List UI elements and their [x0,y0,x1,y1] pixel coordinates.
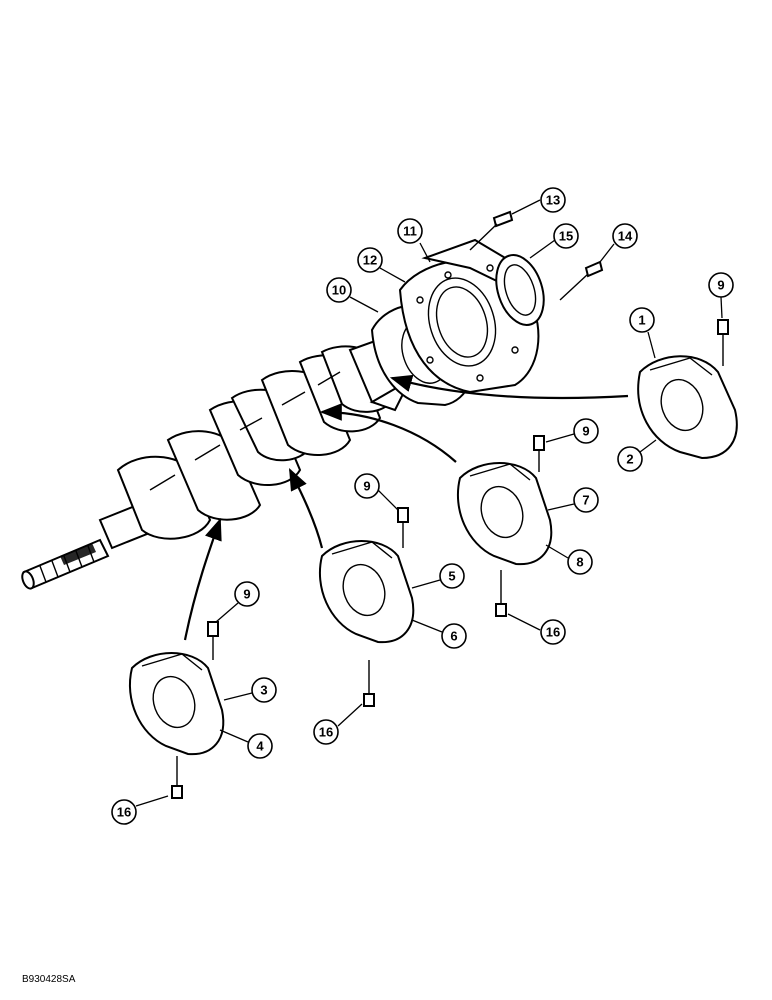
callout-1: 1 [629,307,656,359]
callout-9-rear-cap: 9 [708,272,734,319]
main-bearing-cap-front [128,621,225,799]
callout-9-front-cap: 9 [215,581,260,623]
callout-3: 3 [223,677,277,703]
svg-text:16: 16 [117,805,131,820]
svg-text:9: 9 [582,424,589,439]
callout-8: 8 [545,544,593,575]
housing-bolt [469,210,514,251]
callout-5: 5 [411,563,465,589]
assembly-arrows [183,374,629,641]
svg-text:5: 5 [448,569,455,584]
callout-4: 4 [219,729,273,759]
callout-12: 12 [357,247,406,283]
rear-seal [495,254,545,326]
svg-text:9: 9 [243,587,250,602]
svg-text:6: 6 [450,629,457,644]
svg-text:16: 16 [319,725,333,740]
callout-6: 6 [411,619,467,649]
svg-text:1: 1 [638,313,645,328]
callout-2: 2 [617,439,657,472]
svg-text:11: 11 [403,224,417,239]
svg-text:15: 15 [559,229,573,244]
svg-text:12: 12 [363,253,377,268]
callout-14: 14 [599,223,638,263]
drawing-code: B930428SA [22,974,76,985]
callout-9-center-cap-1: 9 [354,473,399,511]
callout-10: 10 [326,277,379,313]
callout-16-front-cap: 16 [111,795,169,825]
svg-text:3: 3 [260,683,267,698]
main-bearing-cap-rear [637,319,738,460]
svg-text:13: 13 [546,193,560,208]
callout-16-center-cap-2: 16 [507,613,566,645]
main-bearing-cap-center-1 [318,507,415,707]
callout-13: 13 [511,187,566,215]
callout-9-center-cap-2: 9 [545,418,599,444]
svg-text:10: 10 [332,283,346,298]
svg-text:8: 8 [576,555,583,570]
svg-text:4: 4 [256,739,264,754]
svg-text:16: 16 [546,625,560,640]
svg-text:9: 9 [363,479,370,494]
callout-16-center-cap-1: 16 [313,703,363,745]
callout-11: 11 [397,218,431,263]
callout-7: 7 [547,487,599,513]
svg-text:14: 14 [618,229,633,244]
callout-15: 15 [529,223,579,259]
svg-text:2: 2 [626,452,633,467]
main-bearing-cap-center-2 [456,435,553,617]
svg-text:7: 7 [582,493,589,508]
seal-bolt [559,260,604,301]
svg-text:9: 9 [717,278,724,293]
